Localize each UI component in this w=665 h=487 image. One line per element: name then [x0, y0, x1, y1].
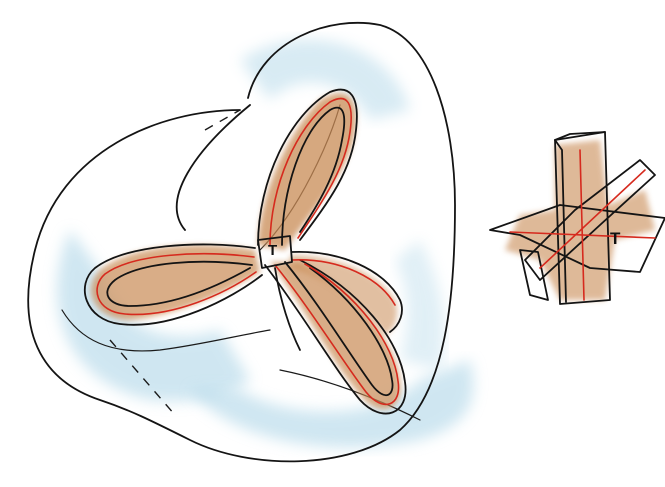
- tube-shading-bottom: [190, 360, 474, 448]
- ribbon-edge-right-lobe-outer: [264, 259, 407, 415]
- inset-vertical-plate-top: [554, 131, 606, 141]
- ribbon-edge-left-lobe-inner: [106, 260, 253, 307]
- ribbon-edge-top-lobe-outer: [257, 88, 358, 246]
- core-curve-right-arm: [291, 259, 396, 306]
- inset-front-plate: [519, 249, 549, 301]
- junction-label: T: [268, 242, 277, 259]
- core-curve-top: [269, 97, 352, 246]
- ribbon-edge-top-lobe-inner: [281, 106, 346, 246]
- ribbon-edge-left-lobe-outer: [84, 243, 263, 326]
- inset-core-horizontal: [509, 231, 656, 239]
- inset-core-diagonal: [539, 169, 646, 269]
- ribbon-shading-top-lobe: [258, 93, 356, 250]
- trefoil-ribbon: T: [84, 88, 407, 415]
- tube-outline-outer: [27, 21, 456, 463]
- inset-vertical-plate: [554, 131, 611, 305]
- core-curve-left: [96, 253, 257, 316]
- junction-box: [257, 235, 293, 269]
- inset-diagonal-plate: [524, 159, 656, 281]
- ribbon-shading-right-lobe: [270, 262, 401, 410]
- core-curve-right: [274, 263, 400, 406]
- inset-junction-label: T: [610, 229, 621, 248]
- ribbon-edge-lower-arm: [274, 267, 301, 351]
- tube-shading-top: [240, 39, 410, 120]
- tube-outline-fold-left: [61, 309, 271, 352]
- inset-horizontal-plate: [489, 204, 665, 273]
- inset-core-vertical: [579, 149, 585, 301]
- ribbon-shading-left-lobe: [91, 245, 260, 320]
- ribbon-edge-right-lobe-inner: [284, 261, 394, 397]
- tube-hidden-edge-top: [204, 109, 241, 131]
- inset-shading: [505, 140, 655, 300]
- tube-outline-inner-top: [175, 104, 251, 231]
- ribbon-edge-right-arm: [291, 251, 403, 333]
- tube-shading-left: [56, 230, 251, 402]
- ribbon-shading-right-arm: [290, 255, 397, 335]
- knotted-tube: [27, 21, 474, 463]
- inset-crossed-plates: T: [489, 131, 665, 305]
- inset-vertical-plate-edge: [554, 139, 567, 303]
- tube-shading-right: [395, 240, 444, 370]
